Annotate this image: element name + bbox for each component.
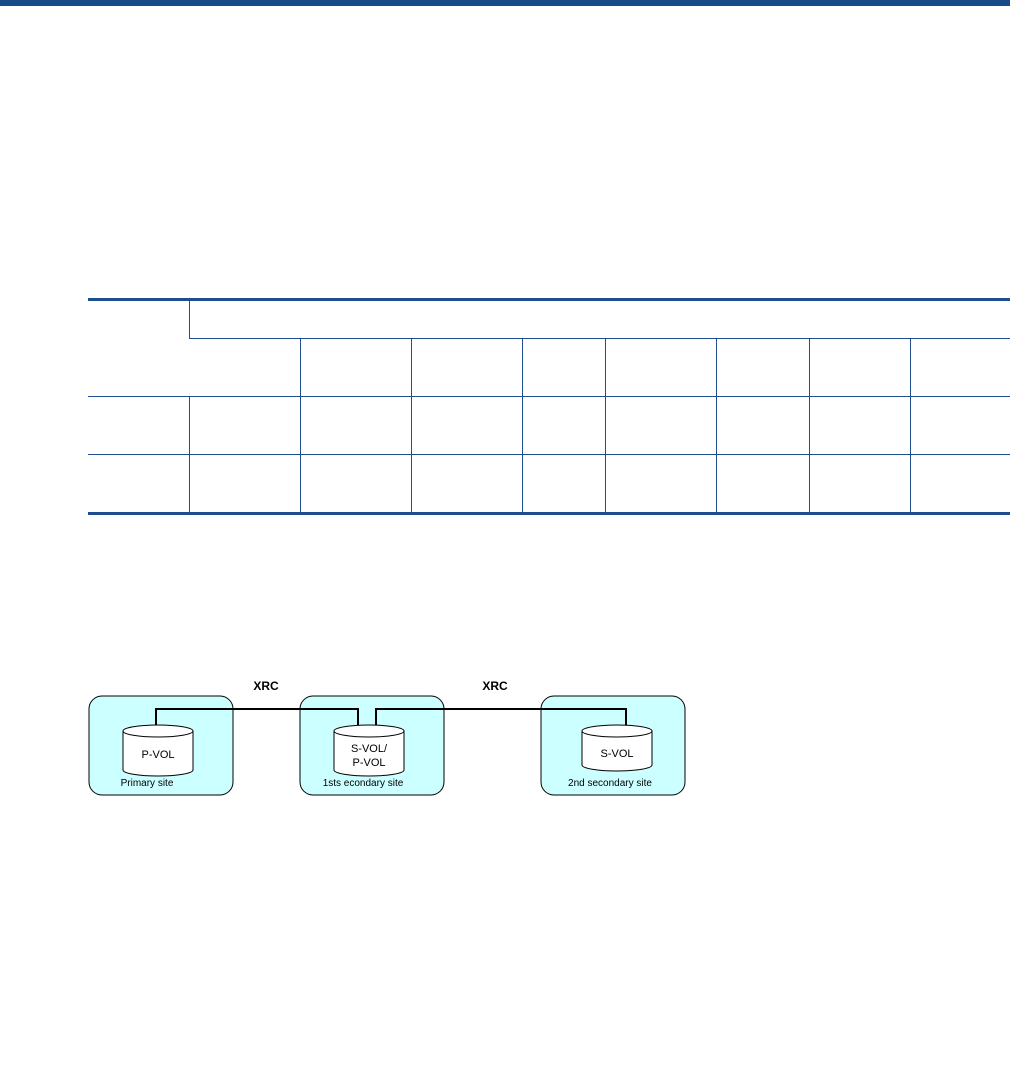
- table-row-header: [88, 454, 189, 514]
- table-row: [88, 454, 1010, 514]
- second-secondary-site-label: 2nd secondary site: [568, 778, 652, 789]
- table-group-header: [188, 299, 1010, 339]
- xrc-link-line-1: [155, 708, 359, 730]
- table-cell: [909, 454, 1010, 514]
- table-cell: [808, 454, 910, 514]
- page-top-rule: [0, 0, 1010, 6]
- table-cell: [410, 396, 522, 455]
- table-cell: [188, 454, 300, 514]
- table-column-header: [715, 338, 809, 397]
- table-row: [88, 396, 1010, 455]
- table-cell: [909, 396, 1010, 455]
- table-cell: [410, 454, 522, 514]
- table-column-header: [909, 338, 1010, 397]
- pvol-label: P-VOL: [141, 749, 174, 761]
- table-cell: [604, 396, 716, 455]
- xrc-link-line-2: [375, 708, 627, 730]
- first-secondary-site-label: 1sts econdary site: [323, 778, 404, 789]
- table-column-header: [189, 338, 300, 397]
- table-cell: [299, 454, 411, 514]
- table-column-header: [604, 338, 716, 397]
- svol-label: S-VOL/: [351, 743, 388, 755]
- table-cell: [604, 454, 716, 514]
- table-cell: [715, 454, 809, 514]
- xrc-label-1: XRC: [253, 679, 279, 693]
- table-cell: [715, 396, 809, 455]
- table-cell: [188, 396, 300, 455]
- primary-site-label: Primary site: [121, 778, 174, 789]
- pvol-secondary-label: P-VOL: [352, 757, 385, 769]
- table-cell: [299, 396, 411, 455]
- xrc-label-2: XRC: [482, 679, 508, 693]
- table-cell: [521, 454, 605, 514]
- compatibility-table: [88, 298, 1010, 515]
- table-column-header: [410, 338, 522, 397]
- table-row-header: [88, 396, 189, 455]
- table-column-header: [521, 338, 605, 397]
- svol-cylinder-icon: [581, 724, 653, 772]
- svol-label-2: S-VOL: [600, 748, 633, 760]
- svol-pvol-cylinder-icon: [333, 724, 405, 777]
- table-cell: [808, 396, 910, 455]
- table-column-header: [299, 338, 411, 397]
- table-column-header: [808, 338, 910, 397]
- table-cell: [521, 396, 605, 455]
- pvol-cylinder-icon: [122, 724, 194, 777]
